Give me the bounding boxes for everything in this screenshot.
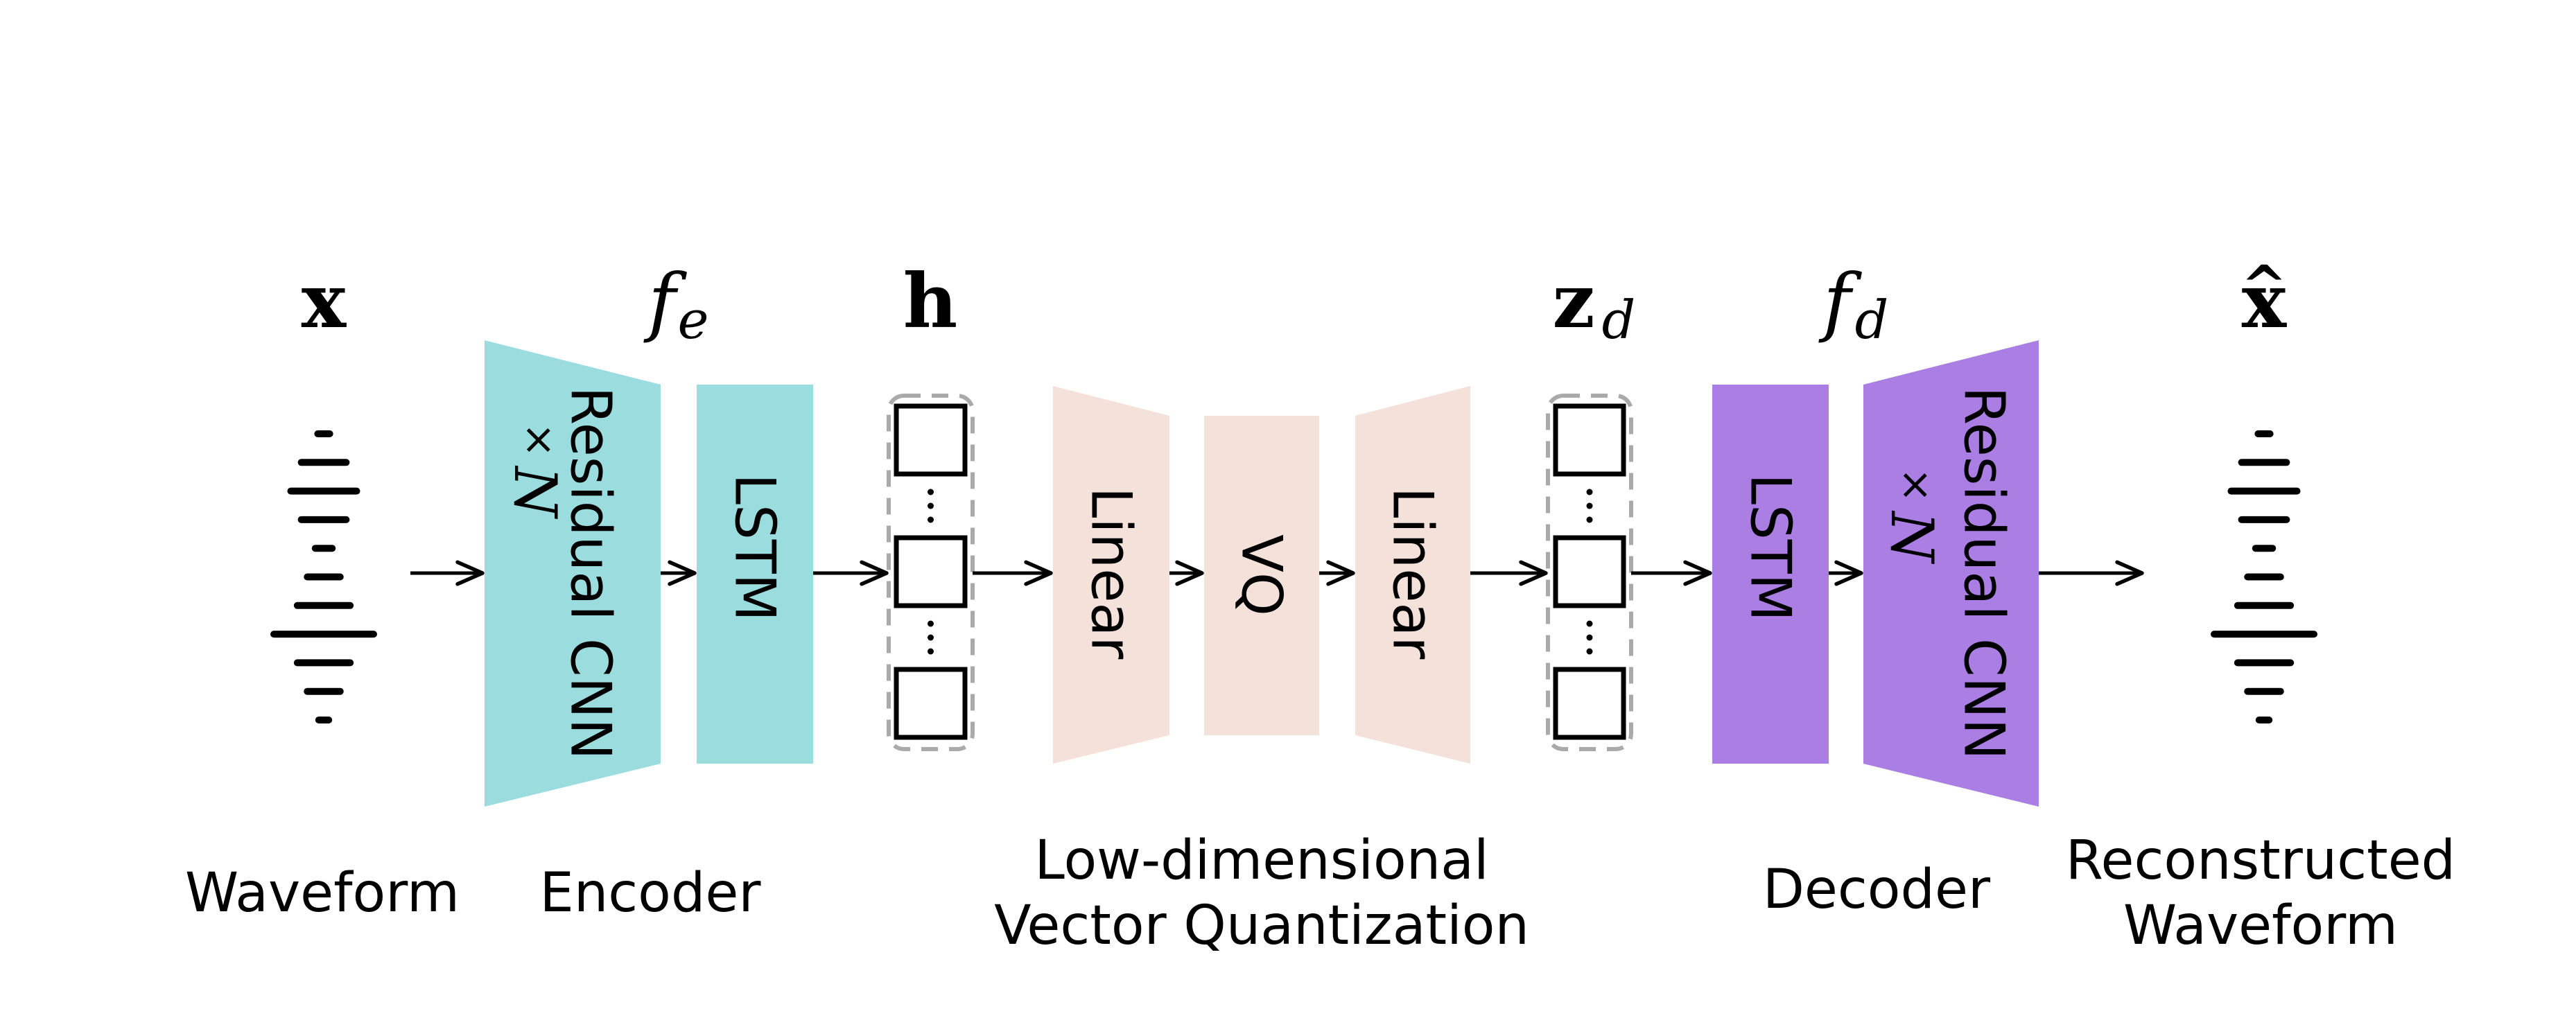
f-e-subscript: e: [678, 289, 709, 351]
ellipsis-dot: [928, 516, 934, 523]
decoder-cnn-n: N: [1878, 510, 1946, 564]
decoder-cnn-times: ×: [1892, 468, 1940, 502]
h-label: h: [903, 258, 958, 345]
caption-vq-line1: Low-dimensional: [1034, 829, 1488, 892]
decoder-residual-cnn-block: [1863, 340, 2039, 807]
encoder-lstm-label: LSTM: [723, 473, 787, 621]
encoder-cnn-n: N: [501, 465, 569, 519]
decoder-function-symbol: f d: [1818, 258, 1888, 351]
latent-h-vector-group: [887, 394, 975, 751]
vq-label: VQ: [1230, 534, 1294, 616]
input-symbol: x: [302, 258, 347, 345]
output-hat-accent: ^: [2240, 253, 2287, 318]
ellipsis-dot: [928, 648, 934, 655]
input-waveform-icon: [270, 430, 377, 723]
decoder-lstm-label: LSTM: [1739, 473, 1803, 621]
vector-cell: [1553, 667, 1626, 740]
ellipsis-dot: [1586, 489, 1593, 495]
encoder-residual-cnn-block: [485, 340, 661, 807]
caption-encoder: Encoder: [540, 862, 762, 924]
caption-recon-line1: Reconstructed: [2066, 829, 2455, 892]
dashed-container: [887, 394, 975, 751]
vector-cell: [894, 535, 968, 608]
ellipsis-dot: [928, 620, 934, 627]
decoded-latent-z-vector-group: [1546, 394, 1633, 751]
caption-vq-line2: Vector Quantization: [994, 895, 1529, 957]
input-x-label: x: [302, 258, 347, 345]
ellipsis-dot: [1586, 648, 1593, 655]
vector-cell: [1553, 535, 1626, 608]
linear-in-label: Linear: [1079, 487, 1144, 660]
z-d-subscript: d: [1602, 289, 1636, 351]
encoder-cnn-times: ×: [515, 423, 564, 457]
vector-cell: [894, 667, 968, 740]
linear-in-block: [1053, 386, 1169, 764]
ellipsis-dot: [1586, 502, 1593, 509]
f-d-subscript: d: [1855, 289, 1889, 351]
output-waveform-icon: [2211, 430, 2317, 723]
ellipsis-dot: [1586, 620, 1593, 627]
decoder-residual-cnn-text: Residual CNN × N: [1878, 387, 2017, 760]
ellipsis-dot: [928, 634, 934, 641]
decoder-cnn-label: Residual CNN: [1952, 387, 2017, 760]
decoder-lstm-block: [1712, 385, 1829, 764]
caption-decoder: Decoder: [1763, 859, 1991, 921]
ellipsis-dot: [928, 489, 934, 495]
latent-symbol: h: [903, 258, 958, 345]
encoder-residual-cnn-text: Residual CNN × N: [501, 387, 623, 760]
z-d-main: z: [1552, 258, 1594, 345]
encoder-lstm-block: [697, 385, 813, 764]
output-x-label: x: [2242, 258, 2288, 345]
linear-out-block: [1355, 386, 1470, 764]
linear-out-label: Linear: [1381, 487, 1445, 660]
ellipsis-dot: [1586, 634, 1593, 641]
decoded-latent-symbol: z d: [1552, 258, 1635, 351]
vector-cell: [1553, 403, 1626, 477]
encoder-function-symbol: f e: [643, 258, 708, 351]
output-symbol: x ^: [2240, 253, 2287, 345]
ellipsis-dot: [928, 502, 934, 509]
encoder-cnn-label: Residual CNN: [559, 387, 623, 760]
ellipsis-dot: [1586, 516, 1593, 523]
caption-recon-line2: Waveform: [2123, 895, 2398, 957]
vector-cell: [894, 403, 968, 477]
vq-block: [1204, 416, 1319, 735]
caption-waveform: Waveform: [185, 862, 460, 924]
